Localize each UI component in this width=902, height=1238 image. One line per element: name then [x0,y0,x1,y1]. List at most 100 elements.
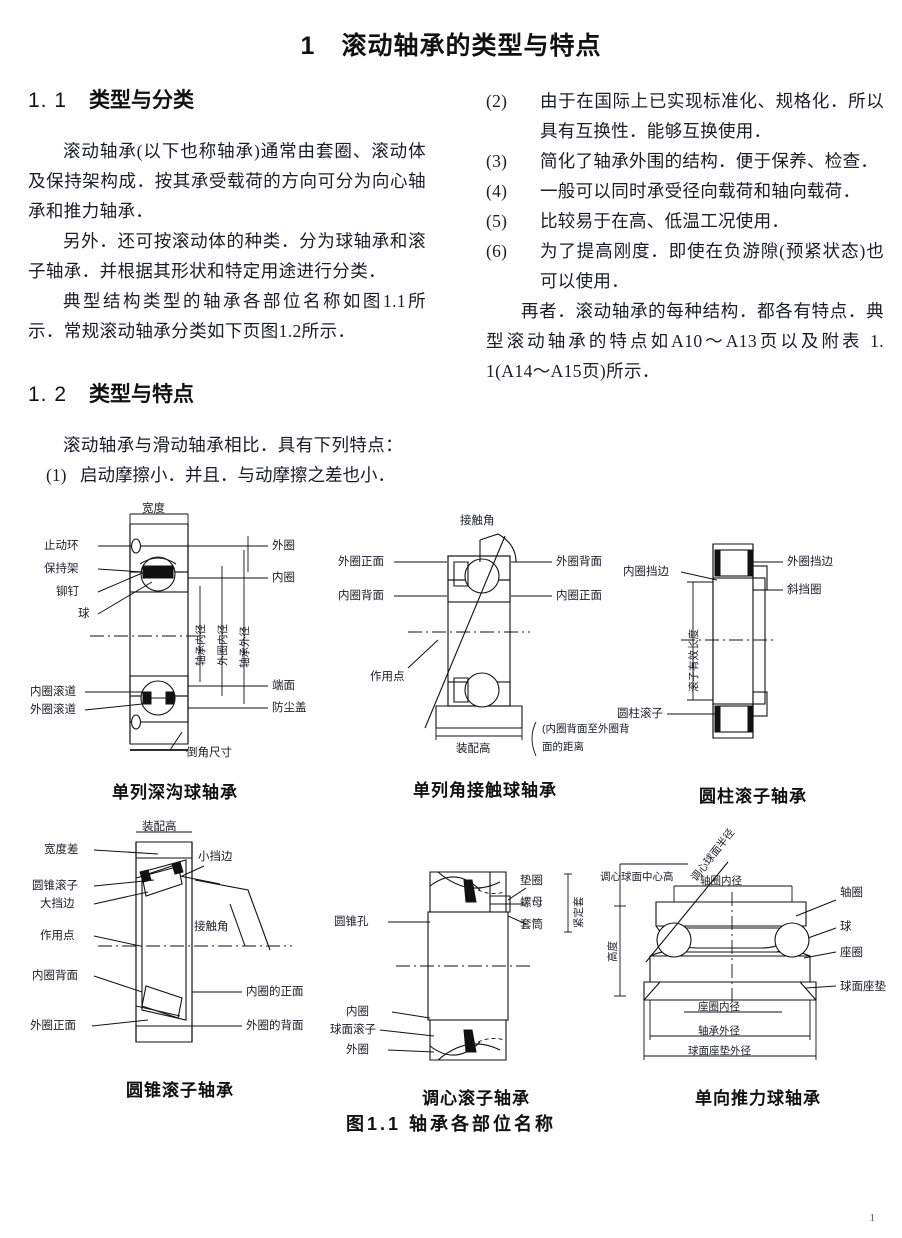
label-dust-cover: 防尘盖 [272,700,307,714]
label-outer-ring: 外圈 [272,539,295,552]
label-ball: 球 [78,606,90,620]
label-angle-ring: 斜挡圈 [787,582,822,596]
label-rivet: 铆钉 [56,584,79,598]
caption-angular-contact: 单列角接触球轴承 [413,781,557,800]
label-sphere-seat: 球面座垫 [840,979,886,993]
label-note-line1: (内圈背面至外圈背 [542,722,630,735]
section-title-1-2: 类型与特点 [89,383,195,406]
label-sphere-roller: 球面滚子 [330,1022,376,1036]
figure-cell-spherical-roller: 圆锥孔 内圈 球面滚子 外圈 垫圈 螺母 套筒 紧定套 调心滚子 [330,856,620,1108]
caption-cylindrical-roller: 圆柱滚子轴承 [699,787,807,806]
label-bearing-bore: 轴承内径 [194,624,207,666]
label-width-diff: 宽度差 [44,842,79,856]
list-item: (5) 比较易于在高、低温工况使用． [486,206,884,236]
list-item: (1) 启动摩擦小．并且．与动摩擦之差也小． [28,460,426,490]
label-inner-rib: 内圈挡边 [623,564,669,578]
caption-deep-groove: 单列深沟球轴承 [112,783,238,802]
figure-title: 图1.1 轴承各部位名称 [345,1114,557,1134]
list-marker: (2) [486,91,508,111]
label-bearing-od-thrust: 轴承外径 [698,1024,740,1037]
section-heading-1-2: 1. 2 类型与特点 [28,380,426,410]
paragraph-closing: 再者．滚动轴承的每种结构．都各有特点．典型滚动轴承的特点如A10～A13页以及附… [486,301,884,381]
chapter-title-text: 滚动轴承的类型与特点 [341,32,602,60]
figure-cell-deep-groove: 宽度 止动环 保持架 铆钉 球 内圈滚道 外圈滚道 外圈 内圈 [30,501,320,802]
label-mounting-height-t: 装配高 [142,819,177,833]
label-taper-bore: 圆锥孔 [334,915,369,928]
label-action-point-t: 作用点 [40,929,75,942]
list-item-text: 为了提高刚度．即使在负游隙(预紧状态)也可以使用． [540,241,884,291]
list-marker: (4) [486,181,508,201]
label-height: 高度 [606,941,619,962]
label-outer-back-t: 外圈的背面 [246,1018,304,1032]
paragraph: 另外．还可按滚动体的种类．分为球轴承和滚子轴承．并根据其形状和特定用途进行分类． [28,231,426,281]
label-cage: 保持架 [44,561,79,575]
text-column-right: (2) 由于在国际上已实现标准化、规格化．所以具有互换性．能够互换使用． (3)… [486,86,884,386]
feature-list-part-2: (2) 由于在国际上已实现标准化、规格化．所以具有互换性．能够互换使用． (3)… [486,86,884,296]
label-adapter: 紧定套 [572,896,585,928]
list-item-text: 启动摩擦小．并且．与动摩擦之差也小． [80,465,395,485]
figure-cell-angular-contact: 接触角 外圈正面 内圈背面 外圈背面 内圈正面 作用点 装配高 [330,500,630,800]
label-sleeve: 套筒 [520,917,543,931]
figure-cell-thrust-ball: 调心球面半径 调心球面中心高 轴圈内径 高度 轴圈 球 [600,826,900,1108]
figure-cell-cylindrical-roller: 外圈挡边 斜挡圈 内圈挡边 圆柱滚子 滚子有效长度 圆柱滚子轴承 [615,526,900,806]
section-heading-1-1: 1. 1 类型与分类 [28,86,426,116]
list-item: (2) 由于在国际上已实现标准化、规格化．所以具有互换性．能够互换使用． [486,86,884,146]
paragraph: 典型结构类型的轴承各部位名称如图1.1所示．常规滚动轴承分类如下页图1.2所示． [28,291,426,341]
label-outer-front: 外圈正面 [338,555,384,568]
list-marker: (3) [486,151,508,171]
caption-tapered-roller: 圆锥滚子轴承 [126,1081,234,1100]
chapter-number: 1 [300,32,316,60]
figure-cell-tapered-roller: 装配高 宽度差 圆锥滚子 大挡边 作用点 内圈背面 外圈正面 小挡边 接触角 [30,819,330,1100]
list-marker: (5) [486,211,508,231]
label-inner-ring: 内圈 [272,570,295,584]
label-inner-back-t: 内圈背面 [32,968,78,982]
list-item-text: 由于在国际上已实现标准化、规格化．所以具有互换性．能够互换使用． [540,91,884,141]
label-bearing-od: 轴承外径 [238,626,251,668]
label-outer-raceway: 外圈滚道 [30,702,76,716]
figure-1-1: 宽度 止动环 保持架 铆钉 球 内圈滚道 外圈滚道 外圈 内圈 [0,500,902,1180]
label-washer: 垫圈 [520,873,543,887]
label-inner-ring-s: 内圈 [346,1004,369,1018]
section-number-1-2: 1. 2 [28,383,68,406]
label-sphere-seat-od: 球面座垫外径 [688,1044,751,1057]
label-shaft-ring-bore: 轴圈内径 [700,874,742,887]
label-shaft-ring: 轴圈 [840,885,863,899]
list-item-text: 一般可以同时承受径向载荷和轴向载荷． [540,181,861,201]
list-marker: (6) [486,241,508,261]
label-snap-ring: 止动环 [44,539,79,552]
paragraph-lead: 滚动轴承与滑动轴承相比．具有下列特点： [63,435,404,455]
label-taper-roller: 圆锥滚子 [32,878,78,892]
label-seat-ring: 座圈 [840,945,863,959]
label-roller-effective-length: 滚子有效长度 [687,629,700,692]
page-footer-mark: 1 [869,1212,876,1224]
caption-spherical-roller: 调心滚子轴承 [422,1089,530,1108]
feature-list-part-1: (1) 启动摩擦小．并且．与动摩擦之差也小． [28,460,426,490]
label-note-line2: 面的距离 [542,740,584,753]
label-mounting-height: 装配高 [456,741,491,755]
label-align-center-height: 调心球面中心高 [600,870,674,883]
label-outer-rib: 外圈挡边 [787,554,833,568]
label-outer-ring-bore: 外圈内径 [216,624,229,666]
label-large-rib: 大挡边 [40,896,75,910]
list-item-text: 简化了轴承外围的结构．便于保养、检查． [540,151,879,171]
list-marker: (1) [46,465,67,485]
label-width: 宽度 [142,501,165,515]
caption-thrust-ball: 单向推力球轴承 [695,1089,821,1108]
section-number-1-1: 1. 1 [28,89,68,112]
label-nut: 螺母 [520,896,543,909]
label-inner-front: 内圈正面 [556,588,602,602]
label-outer-back: 外圈背面 [556,554,602,568]
label-chamfer: 倒角尺寸 [186,745,232,759]
section-title-1-1: 类型与分类 [89,89,195,112]
page-title: 1 滚动轴承的类型与特点 [0,26,902,62]
label-ball-thrust: 球 [840,919,852,933]
label-small-rib: 小挡边 [198,849,233,863]
list-item: (6) 为了提高刚度．即使在负游隙(预紧状态)也可以使用． [486,236,884,296]
label-inner-raceway: 内圈滚道 [30,684,76,698]
label-cyl-roller: 圆柱滚子 [617,706,663,720]
label-contact-angle-t: 接触角 [194,919,229,933]
label-seat-ring-bore: 座圈内径 [698,1000,740,1013]
label-inner-front-t: 内圈的正面 [246,984,304,998]
